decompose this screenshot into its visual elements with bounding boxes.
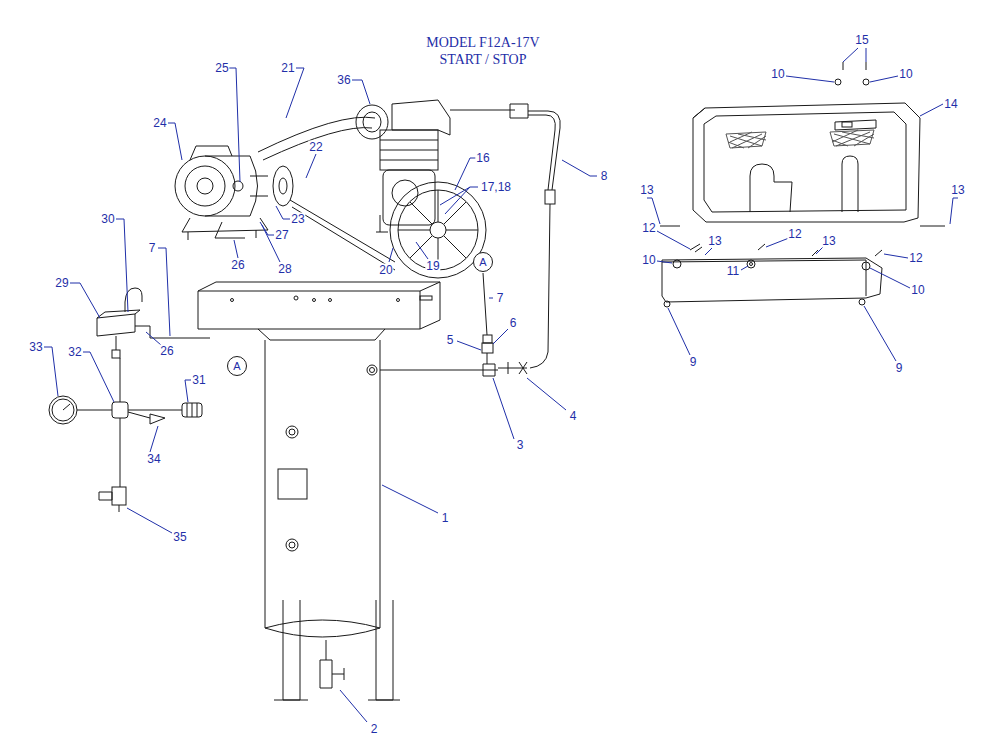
- callout-number: 7: [148, 242, 157, 255]
- callout-number: 26: [159, 345, 174, 358]
- callout-number: 29: [54, 277, 69, 290]
- callout-number: 9: [895, 362, 904, 375]
- reference-letter: A: [479, 256, 486, 268]
- callout-number: 31: [191, 374, 206, 387]
- callout-number: 13: [707, 235, 722, 248]
- callout-number: 4: [569, 410, 578, 423]
- callout-number: 7: [496, 292, 505, 305]
- callout-number: 22: [308, 141, 323, 154]
- callout-number: 15: [854, 34, 869, 47]
- callout-number: 13: [821, 235, 836, 248]
- callout-number: 33: [28, 341, 43, 354]
- callout-number: 30: [100, 213, 115, 226]
- callout-number: 12: [908, 252, 923, 265]
- callout-number: 21: [280, 62, 295, 75]
- callout-number: 1: [441, 512, 450, 525]
- callout-number: 19: [425, 260, 440, 273]
- callout-number: 13: [639, 184, 654, 197]
- callout-number: 12: [641, 222, 656, 235]
- callout-number: 17,18: [480, 181, 512, 194]
- callout-number: 9: [689, 356, 698, 369]
- callout-number: 10: [910, 284, 925, 297]
- callout-number: 12: [787, 228, 802, 241]
- callout-number: 32: [67, 346, 82, 359]
- reference-circle: A: [227, 356, 247, 376]
- callout-number: 16: [475, 152, 490, 165]
- callout-number: 5: [446, 334, 455, 347]
- callout-number: 8: [600, 170, 609, 183]
- callout-number: 25: [214, 62, 229, 75]
- callout-number: 14: [943, 98, 958, 111]
- callout-number: 27: [274, 229, 289, 242]
- callout-number: 2: [370, 723, 379, 736]
- callout-number: 35: [172, 531, 187, 544]
- reference-circle: A: [473, 252, 493, 272]
- callout-number: 28: [277, 263, 292, 276]
- callout-number: 11: [726, 265, 740, 278]
- callout-number: 26: [230, 259, 245, 272]
- callout-number: 10: [770, 68, 785, 81]
- callout-number: 10: [898, 68, 913, 81]
- callout-number: 6: [509, 317, 518, 330]
- diagram-title: MODEL F12A-17V START / STOP: [408, 34, 558, 68]
- reference-letter: A: [233, 360, 240, 372]
- callout-number: 24: [152, 117, 167, 130]
- callout-number: 13: [950, 184, 965, 197]
- callout-number: 36: [336, 74, 351, 87]
- callout-number: 10: [641, 254, 656, 267]
- callout-number: 3: [516, 439, 525, 452]
- callout-number: 20: [378, 264, 393, 277]
- callout-number: 23: [290, 213, 305, 226]
- callout-number: 34: [146, 453, 161, 466]
